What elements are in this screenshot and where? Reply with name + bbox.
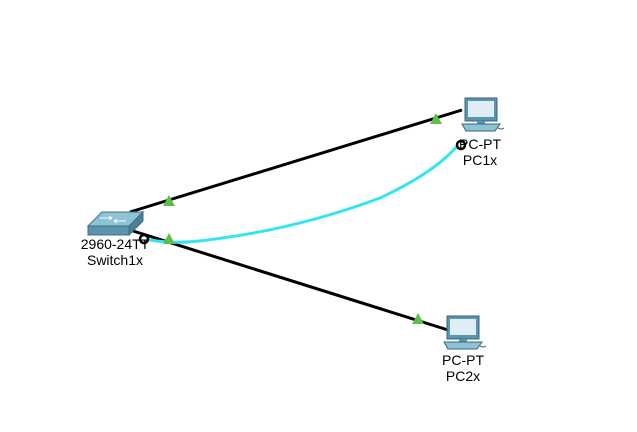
link-status-switch-pc2-pcside xyxy=(412,313,424,324)
pc-icon[interactable] xyxy=(461,97,505,132)
console-cable[interactable] xyxy=(141,139,464,244)
link-status-switch-pc1-pcside xyxy=(430,113,442,124)
switch-icon[interactable] xyxy=(86,210,145,237)
switch-model-label: 2960-24TT xyxy=(80,236,150,252)
pc-icon[interactable] xyxy=(443,315,487,350)
pc1-label: PC-PT PC1x xyxy=(420,136,540,168)
link-switch-pc2[interactable] xyxy=(129,228,449,332)
link-status-switch-pc2-switchside xyxy=(163,233,175,244)
pc2-model-label: PC-PT xyxy=(442,352,484,368)
pc1-model-label: PC-PT xyxy=(459,136,501,152)
console-connector-pc1 xyxy=(455,139,467,151)
pc2-name-label: PC2x xyxy=(445,368,481,384)
switch-name-label: Switch1x xyxy=(86,252,144,268)
link-switch-pc1[interactable] xyxy=(129,108,463,214)
console-connector-switch xyxy=(138,233,150,245)
switch-label: 2960-24TT Switch1x xyxy=(55,236,175,268)
pc2-label: PC-PT PC2x xyxy=(403,352,523,384)
pc1-name-label: PC1x xyxy=(462,152,498,168)
link-status-switch-pc1-switchside xyxy=(163,195,175,206)
